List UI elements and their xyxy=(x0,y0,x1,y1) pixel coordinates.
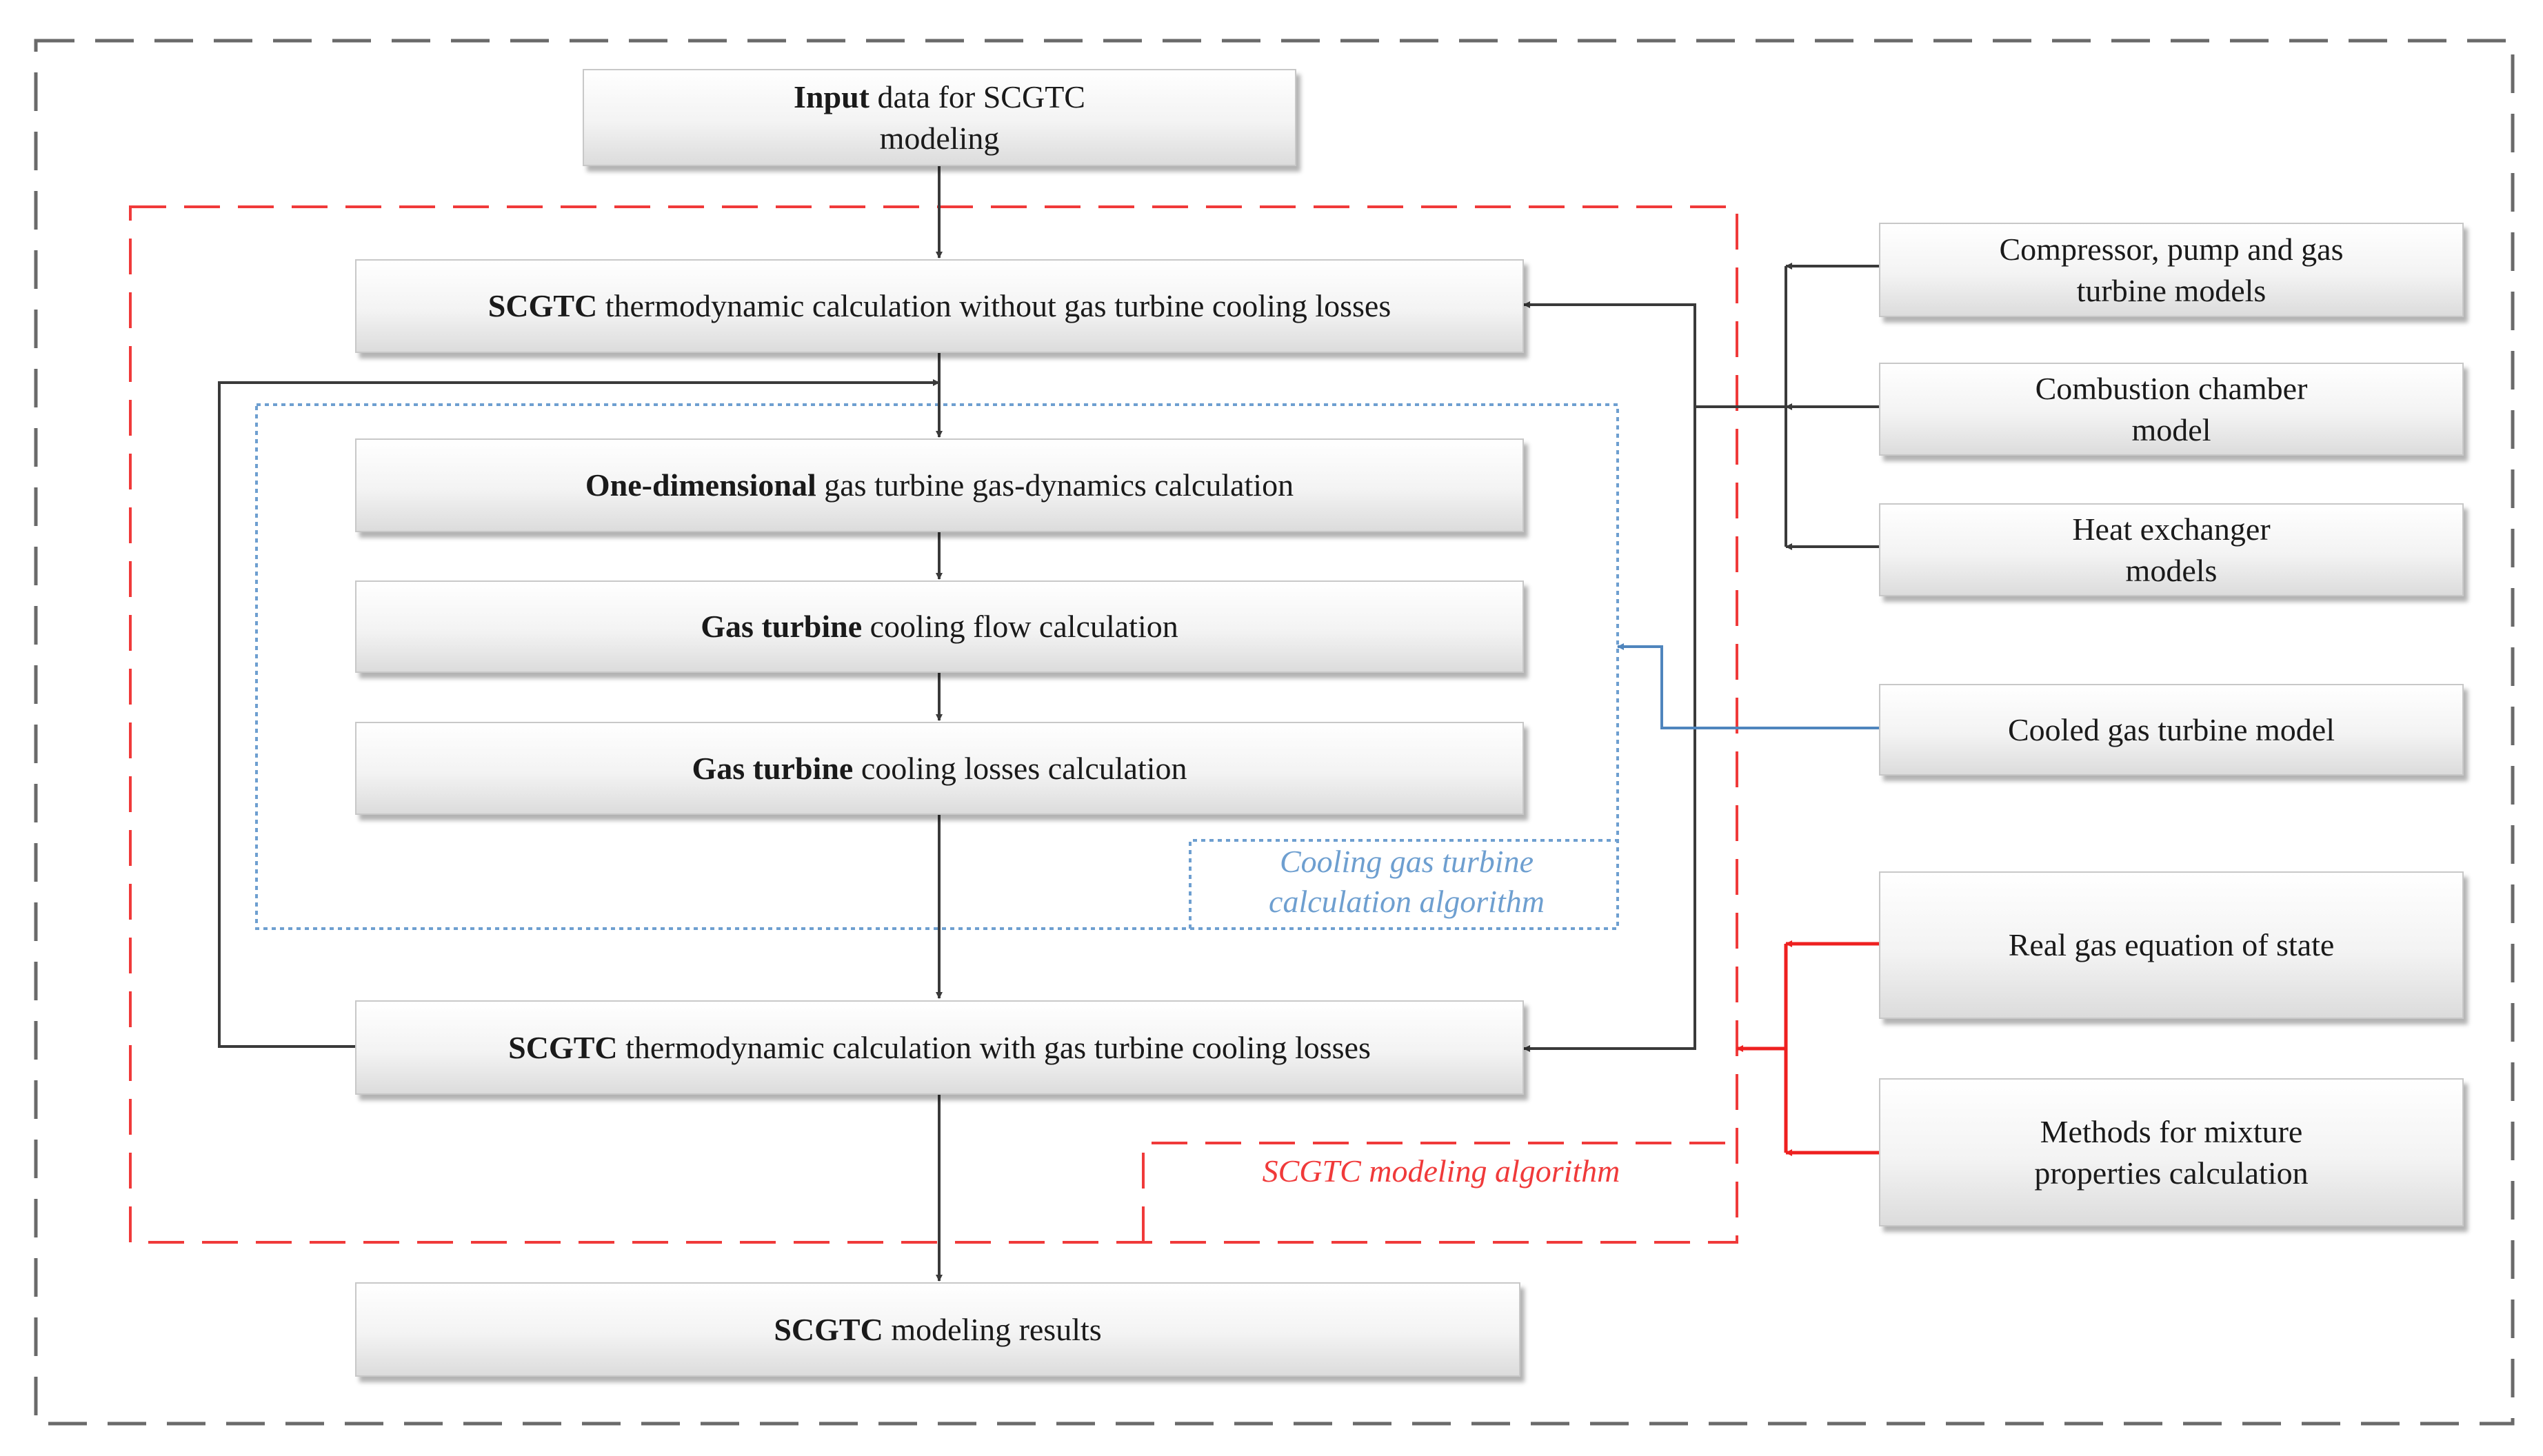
results-bold: SCGTC xyxy=(774,1311,883,1347)
compressor-models-label: Compressor, pump and gas turbine models xyxy=(1999,231,2344,308)
input-data-box: Input data for SCGTC modeling xyxy=(583,69,1296,166)
one-dim-bold: One-dimensional xyxy=(585,467,816,503)
cooling-losses-text: cooling losses calculation xyxy=(853,750,1187,786)
cooling-flow-box: Gas turbine cooling flow calculation xyxy=(355,580,1524,673)
thermo-with-text: thermodynamic calculation with gas turbi… xyxy=(617,1029,1371,1065)
input-data-text: data for SCGTC modeling xyxy=(869,79,1085,156)
cooling-flow-bold: Gas turbine xyxy=(701,609,863,644)
compressor-pump-turbine-models-box: Compressor, pump and gas turbine models xyxy=(1879,223,2464,317)
real-gas-equation-box: Real gas equation of state xyxy=(1879,871,2464,1019)
heat-exchanger-label: Heat exchanger models xyxy=(2072,511,2271,588)
combustion-model-label: Combustion chamber model xyxy=(2035,370,2308,447)
combustion-chamber-model-box: Combustion chamber model xyxy=(1879,363,2464,456)
cooling-losses-box: Gas turbine cooling losses calculation xyxy=(355,722,1524,815)
cooled-turbine-label: Cooled gas turbine model xyxy=(2008,711,2335,747)
cooling-algorithm-caption: Cooling gas turbine calculation algorith… xyxy=(1269,844,1545,919)
modeling-algorithm-region xyxy=(129,205,1738,1244)
thermo-without-losses-box: SCGTC thermodynamic calculation without … xyxy=(355,259,1524,353)
arrow-cooled-turbine-model xyxy=(1617,643,1879,729)
cooling-algorithm-caption-frame xyxy=(1189,839,1618,929)
one-dimensional-gas-dynamics-box: One-dimensional gas turbine gas-dynamics… xyxy=(355,438,1524,532)
arrow-iteration-loop xyxy=(218,379,940,1048)
bus-to-thermo-without xyxy=(1523,301,1696,407)
cooling-algorithm-region xyxy=(255,403,1619,930)
modeling-results-box: SCGTC modeling results xyxy=(355,1282,1520,1377)
mixture-methods-label: Methods for mixture properties calculati… xyxy=(2034,1113,2309,1191)
outer-frame xyxy=(34,39,2515,1426)
real-gas-label: Real gas equation of state xyxy=(2008,927,2335,962)
thermo-without-bold: SCGTC xyxy=(488,288,598,323)
thermo-with-bold: SCGTC xyxy=(508,1029,618,1065)
modeling-algorithm-caption-frame xyxy=(1142,1142,1737,1242)
thermo-with-losses-box: SCGTC thermodynamic calculation with gas… xyxy=(355,1000,1524,1095)
bus-to-thermo-with xyxy=(1523,407,1696,1052)
results-text: modeling results xyxy=(883,1311,1102,1347)
mixture-properties-methods-box: Methods for mixture properties calculati… xyxy=(1879,1078,2464,1226)
input-data-bold: Input xyxy=(794,79,870,114)
modeling-algorithm-caption: SCGTC modeling algorithm xyxy=(1262,1153,1620,1189)
heat-exchanger-models-box: Heat exchanger models xyxy=(1879,503,2464,596)
cooling-flow-text: cooling flow calculation xyxy=(862,609,1178,644)
thermo-without-text: thermodynamic calculation without gas tu… xyxy=(597,288,1391,323)
one-dim-text: gas turbine gas-dynamics calculation xyxy=(816,467,1294,503)
cooling-losses-bold: Gas turbine xyxy=(692,750,854,786)
cooled-gas-turbine-model-box: Cooled gas turbine model xyxy=(1879,684,2464,776)
